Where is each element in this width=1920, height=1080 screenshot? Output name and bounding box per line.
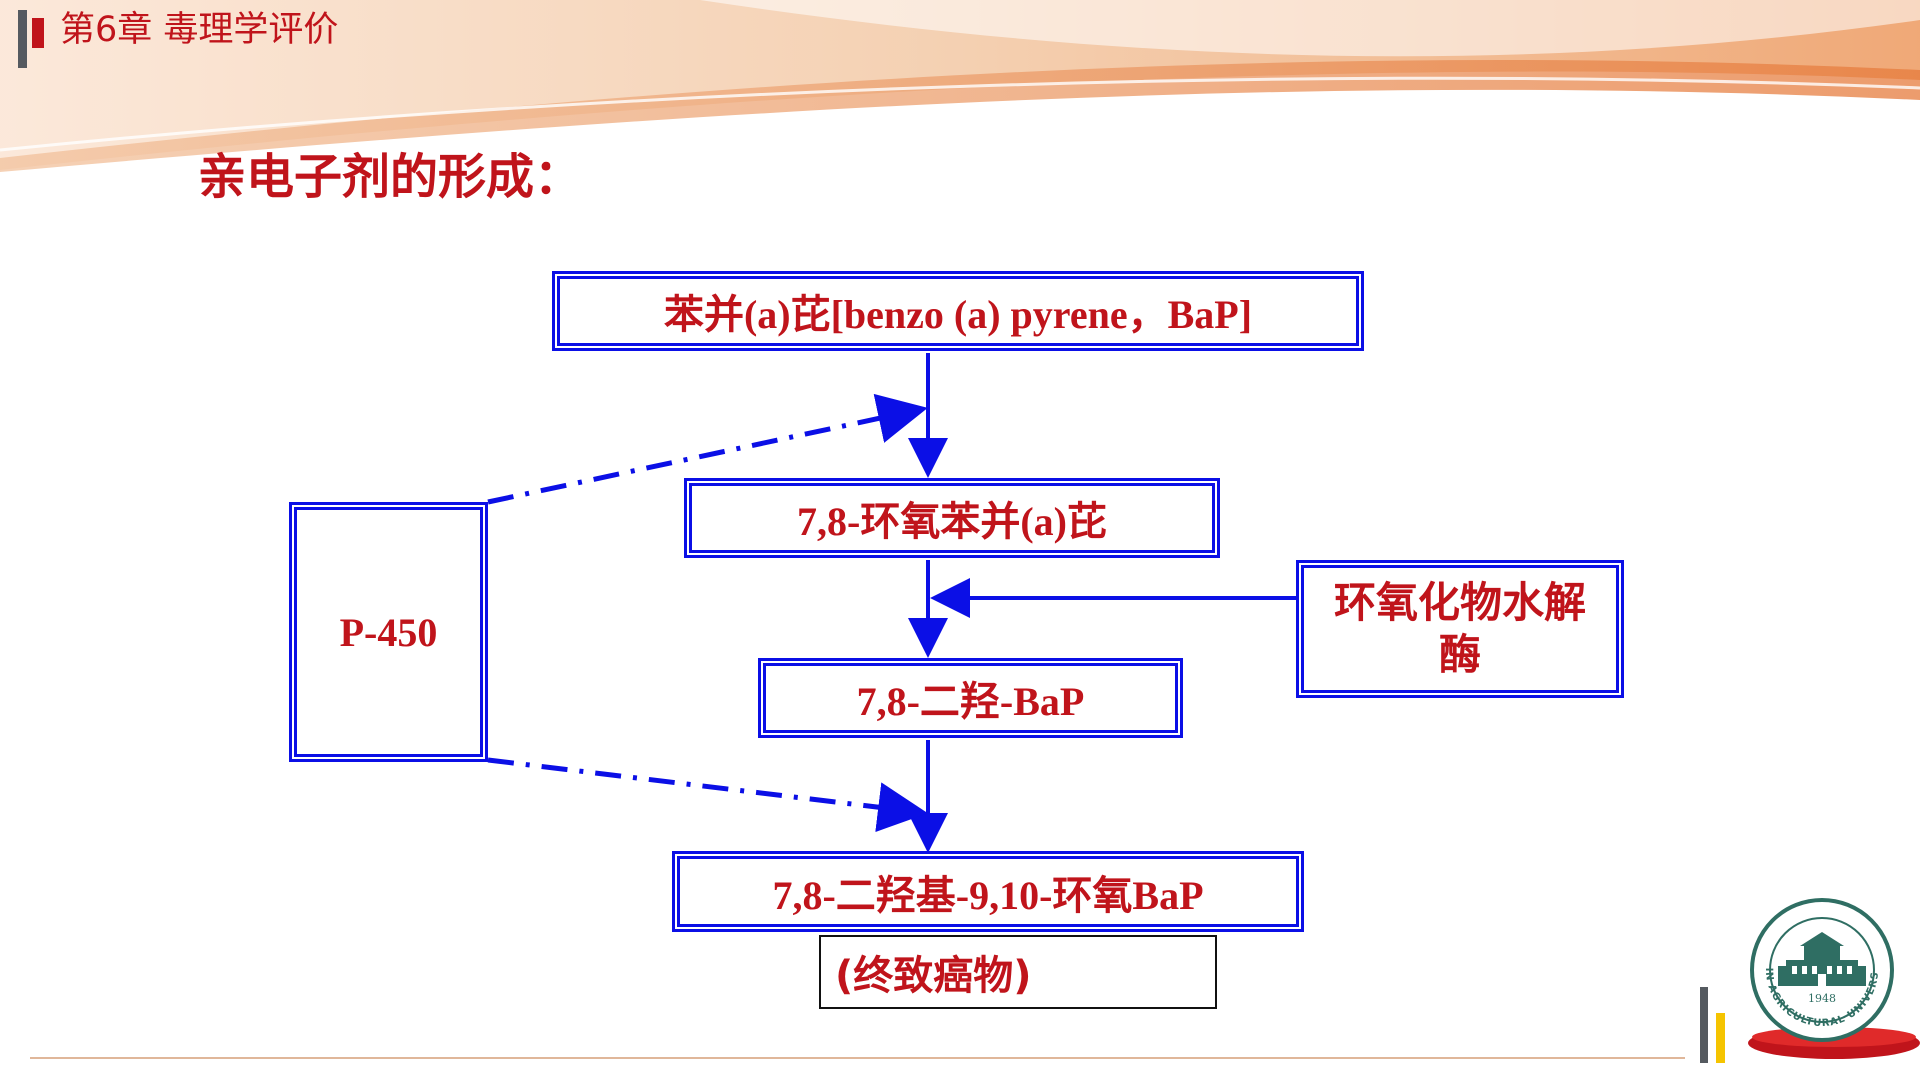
box-ultimate-carcinogen: (终致癌物): [819, 935, 1217, 1009]
header-bar-red: [32, 18, 44, 48]
footer-divider: [30, 1057, 1685, 1059]
box-epoxide-hydrolase: 环氧化物水解酶: [1296, 560, 1624, 698]
box-diol-epoxide: 7,8-二羟基-9,10-环氧BaP: [672, 851, 1304, 932]
header-bar-gray: [18, 10, 27, 68]
page-heading: 亲电子剂的形成：: [198, 149, 583, 205]
arrow-p450-upper: [487, 393, 928, 505]
box-diol: 7,8-二羟-BaP: [758, 658, 1183, 738]
arrow-p450-lower: [487, 757, 928, 833]
header-swoosh: [0, 0, 1920, 172]
box-benzo-a-pyrene: 苯并(a)芘[benzo (a) pyrene，BaP]: [552, 271, 1364, 351]
box-epoxide: 7,8-环氧苯并(a)芘: [684, 478, 1220, 558]
chapter-title: 第6章 毒理学评价: [60, 10, 339, 50]
university-seal-logo: JILIN AGRICULTURAL UNIVERSITY 1948: [1748, 896, 1894, 1042]
seal-year: 1948: [1808, 992, 1836, 1005]
box-p450: P-450: [289, 502, 488, 762]
